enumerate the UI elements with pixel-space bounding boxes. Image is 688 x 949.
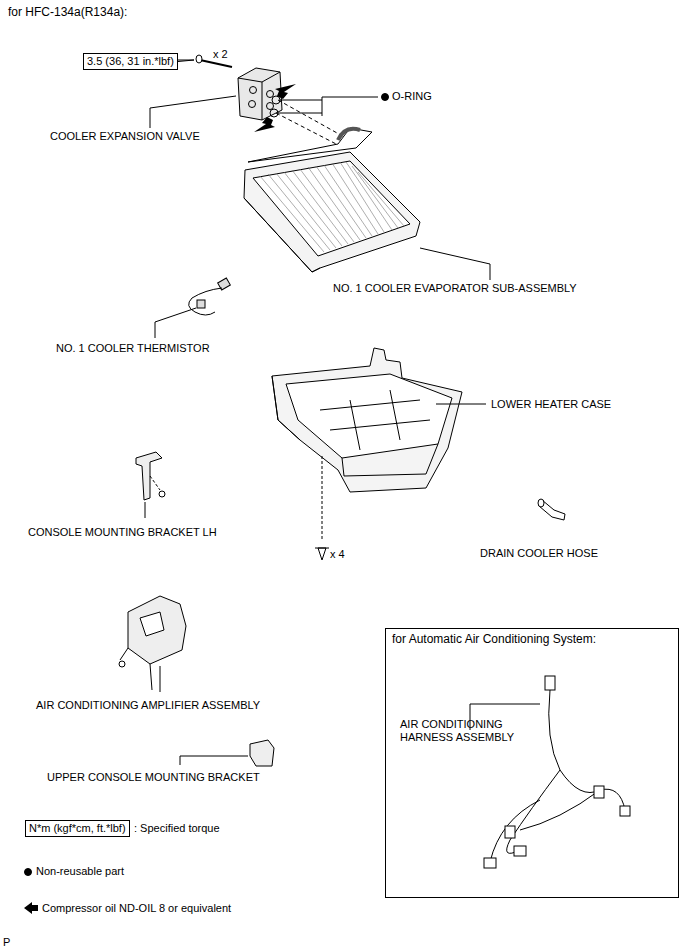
leader-line	[420, 248, 490, 280]
panel-heading: for Automatic Air Conditioning System:	[392, 633, 672, 646]
part-name: CONSOLE MOUNTING BRACKET LH	[28, 526, 217, 539]
legend-text: : Specified torque	[134, 822, 220, 835]
thermistor	[189, 278, 231, 315]
bracket	[136, 452, 165, 500]
legend-text: Non-reusable part	[36, 865, 124, 878]
expansion-valve	[238, 68, 282, 120]
part-name: COOLER EXPANSION VALVE	[50, 130, 200, 143]
heading: for HFC-134a(R134a):	[8, 6, 127, 19]
part-name: LOWER HEATER CASE	[491, 398, 611, 411]
leader-line	[436, 404, 486, 405]
drain-hose	[538, 499, 565, 520]
part-name: DRAIN COOLER HOSE	[480, 547, 598, 560]
part-name: O-RING	[392, 90, 432, 103]
torque-box: N*m (kgf*cm, ft.*lbf)	[25, 820, 130, 837]
non-reusable-dot	[382, 94, 389, 101]
leader-line	[155, 308, 196, 338]
harness	[484, 676, 630, 868]
leader-line	[145, 502, 146, 518]
torque-box: 3.5 (36, 31 in.*lbf)	[83, 53, 178, 70]
legend-text: Compressor oil ND-OIL 8 or equivalent	[42, 902, 231, 915]
evaporator	[244, 128, 420, 272]
torque-value: N*m (kgf*cm, ft.*lbf)	[29, 822, 126, 835]
bracket	[250, 740, 274, 766]
screw	[315, 548, 329, 560]
oil-arrow	[24, 902, 38, 914]
leader-line	[180, 756, 248, 765]
oil-arrow	[254, 117, 275, 132]
leader-line	[322, 456, 323, 540]
part-name: NO. 1 COOLER THERMISTOR	[56, 342, 210, 355]
part-name: NO. 1 COOLER EVAPORATOR SUB-ASSEMBLY	[333, 282, 577, 295]
torque-value: 3.5 (36, 31 in.*lbf)	[87, 55, 174, 68]
inset-panel: for Automatic Air Conditioning System: AI…	[385, 628, 679, 898]
heater-case	[272, 348, 462, 492]
non-reusable-dot	[25, 869, 32, 876]
quantity: x 2	[213, 48, 228, 61]
leader-line	[150, 96, 236, 128]
page-mark: P	[3, 936, 10, 949]
oil-arrow	[275, 84, 296, 99]
part-name: AIR CONDITIONING HARNESS ASSEMBLY	[400, 718, 540, 744]
amplifier	[119, 596, 186, 690]
part-name: AIR CONDITIONING AMPLIFIER ASSEMBLY	[36, 699, 260, 712]
part-name: UPPER CONSOLE MOUNTING BRACKET	[47, 771, 260, 784]
leader-line	[160, 666, 161, 692]
quantity: x 4	[330, 548, 345, 561]
leader-line	[178, 60, 194, 62]
